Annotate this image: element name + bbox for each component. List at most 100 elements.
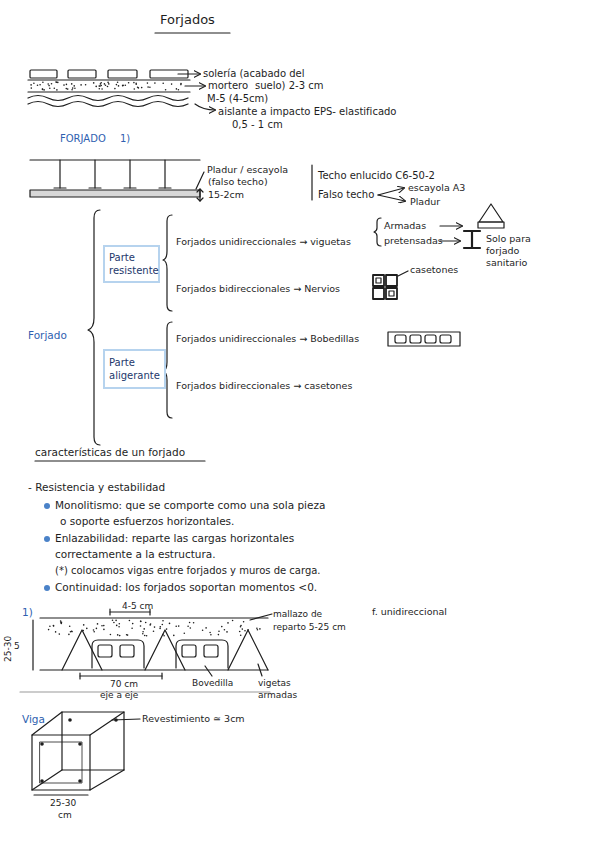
note-text: Viga bbox=[22, 713, 45, 725]
dot bbox=[118, 626, 120, 628]
note-text: 1) bbox=[120, 133, 130, 145]
dot bbox=[180, 84, 182, 86]
note-text: cm bbox=[58, 809, 72, 821]
dot bbox=[162, 624, 164, 626]
dot bbox=[122, 85, 124, 87]
dot bbox=[244, 630, 246, 632]
note-text: 1) bbox=[22, 606, 33, 618]
dot bbox=[240, 625, 242, 627]
dot bbox=[112, 620, 114, 622]
note-text: M-5 (4-5cm) bbox=[207, 93, 268, 105]
dot bbox=[49, 88, 51, 90]
dot bbox=[119, 635, 121, 637]
note-text: Revestimiento ≃ 3cm bbox=[142, 713, 245, 725]
dot bbox=[144, 635, 146, 637]
dot bbox=[202, 629, 204, 631]
dot bbox=[143, 628, 145, 630]
dot bbox=[70, 631, 72, 633]
dot bbox=[49, 625, 51, 627]
dot bbox=[67, 88, 69, 90]
dot bbox=[162, 82, 164, 84]
dot bbox=[110, 634, 112, 636]
dot bbox=[122, 85, 124, 87]
dot bbox=[173, 635, 175, 637]
dot bbox=[31, 87, 33, 89]
note-text: FORJADO bbox=[60, 133, 106, 145]
dot bbox=[30, 84, 32, 86]
note-text: solería (acabado del bbox=[203, 68, 305, 80]
note-text: - Resistencia y estabilidad bbox=[28, 481, 165, 493]
dot bbox=[71, 631, 73, 633]
note-text: aislante a impacto EPS- elastificado bbox=[218, 106, 396, 118]
dot bbox=[141, 87, 143, 89]
dot bbox=[147, 82, 149, 84]
dot bbox=[131, 627, 133, 629]
dot bbox=[160, 626, 162, 628]
note-text: características de un forjado bbox=[35, 446, 185, 458]
dot bbox=[47, 83, 49, 85]
dot bbox=[193, 622, 195, 624]
dot bbox=[71, 83, 73, 85]
note-text: eje a eje bbox=[100, 689, 138, 701]
dot bbox=[37, 85, 39, 87]
dot bbox=[48, 629, 50, 631]
dot bbox=[96, 628, 98, 630]
dot bbox=[232, 620, 234, 622]
dot bbox=[66, 84, 68, 86]
dot bbox=[145, 622, 147, 624]
dot bbox=[146, 635, 148, 637]
dot bbox=[97, 623, 99, 625]
dot bbox=[56, 82, 58, 84]
note-text: Techo enlucido C6-50-2 bbox=[318, 170, 435, 182]
underline bbox=[155, 32, 230, 33]
dot bbox=[243, 621, 245, 623]
dot bbox=[72, 87, 74, 89]
dot bbox=[178, 89, 180, 91]
dot bbox=[86, 628, 88, 630]
dot bbox=[42, 89, 44, 91]
note-text: (falso techo) bbox=[208, 176, 268, 188]
dot bbox=[239, 631, 241, 633]
dot bbox=[176, 88, 178, 90]
dot bbox=[205, 627, 207, 629]
dot bbox=[74, 88, 76, 90]
floor-layers bbox=[28, 70, 215, 110]
dot bbox=[125, 84, 127, 86]
dot bbox=[218, 631, 220, 633]
dot bbox=[66, 88, 68, 90]
dot bbox=[117, 81, 119, 83]
dot bbox=[48, 85, 50, 87]
bovedilla-symbol bbox=[388, 332, 460, 346]
dot bbox=[134, 88, 136, 90]
dot bbox=[242, 628, 244, 630]
dot bbox=[142, 631, 144, 633]
dot bbox=[209, 632, 211, 634]
dot bbox=[135, 83, 137, 85]
dot bbox=[187, 626, 189, 628]
viga-box bbox=[32, 712, 140, 795]
dot bbox=[116, 84, 118, 86]
note-text: reparto 5-25 cm bbox=[273, 621, 346, 633]
dot bbox=[60, 622, 62, 624]
dot bbox=[71, 631, 73, 633]
note-text: 70 cm bbox=[110, 678, 138, 690]
dot bbox=[104, 83, 106, 85]
dot bbox=[149, 624, 151, 626]
forjado-section bbox=[20, 609, 272, 692]
note-text: vigetas bbox=[258, 677, 291, 689]
dot bbox=[184, 633, 186, 635]
dot bbox=[210, 634, 212, 636]
dot bbox=[55, 631, 57, 633]
note-text: armadas bbox=[258, 689, 297, 701]
dot bbox=[100, 85, 102, 87]
dot bbox=[256, 627, 258, 629]
dot bbox=[154, 626, 156, 628]
dot bbox=[53, 625, 55, 627]
note-text: Forjados unidireccionales → Bobedillas bbox=[176, 333, 359, 345]
part-box: Parte resistente bbox=[103, 245, 160, 283]
note-text: correctamente a la estructura. bbox=[55, 548, 216, 560]
braces bbox=[88, 210, 462, 445]
dot bbox=[150, 623, 152, 625]
dot bbox=[140, 621, 142, 623]
